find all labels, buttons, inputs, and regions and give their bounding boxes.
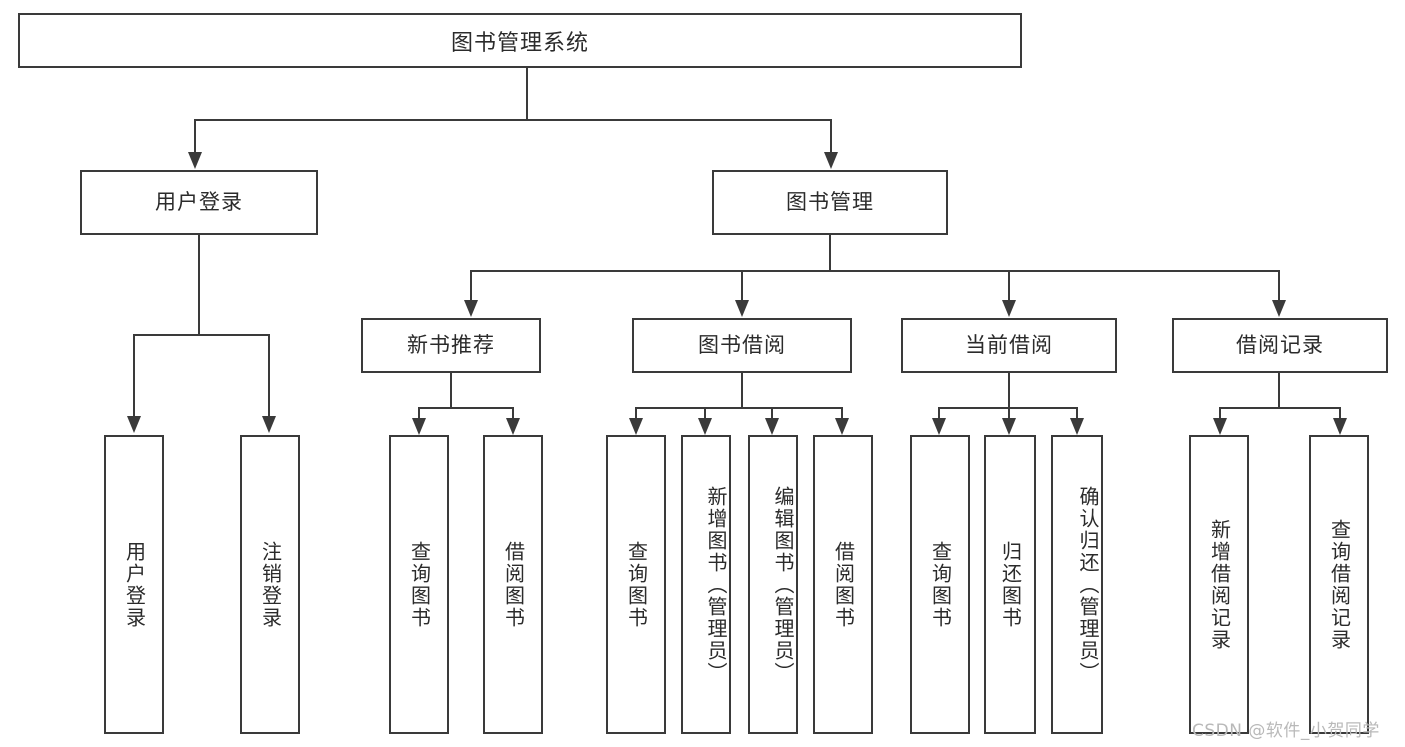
arrowhead-currentborrow-leaf-3 (1070, 418, 1084, 435)
connector-bookmgmt-drop-3 (1008, 270, 1010, 302)
leaf-newbook-query-book[interactable]: 查询图书 (389, 435, 449, 734)
connector-newbook-drop-1 (418, 407, 420, 421)
node-user-login[interactable]: 用户登录 (80, 170, 318, 235)
connector-bookmgmt-drop-4 (1278, 270, 1280, 302)
connector-bookborrow-drop-4 (841, 407, 843, 421)
arrowhead-bookmgmt-to-current (1002, 300, 1016, 317)
leaf-currentborrow-return-book[interactable]: 归还图书 (984, 435, 1036, 734)
connector-currentborrow-drop-1 (938, 407, 940, 421)
arrowhead-newbook-leaf-1 (412, 418, 426, 435)
leaf-newbook-borrow-book[interactable]: 借阅图书 (483, 435, 543, 734)
connector-currentborrow-stem (1008, 373, 1010, 408)
connector-borrowrecord-bar (1219, 407, 1341, 409)
arrowhead-borrowrecord-leaf-2 (1333, 418, 1347, 435)
connector-userlogin-bar (133, 334, 269, 336)
leaf-currentborrow-confirm-return-admin[interactable]: 确认归还（管理员） (1051, 435, 1103, 734)
connector-userlogin-drop-1 (133, 334, 135, 418)
leaf-bookborrow-borrow-book[interactable]: 借阅图书 (813, 435, 873, 734)
leaf-logout[interactable]: 注销登录 (240, 435, 300, 734)
connector-borrowrecord-drop-1 (1219, 407, 1221, 421)
connector-userlogin-drop-2 (268, 334, 270, 418)
leaf-bookborrow-edit-book-admin[interactable]: 编辑图书（管理员） (748, 435, 798, 734)
arrowhead-root-to-bookmgmt (824, 152, 838, 169)
arrowhead-currentborrow-leaf-1 (932, 418, 946, 435)
node-book-management[interactable]: 图书管理 (712, 170, 948, 235)
connector-bookmgmt-bar (470, 270, 1280, 272)
connector-bookborrow-bar (635, 407, 843, 409)
connector-currentborrow-drop-2 (1008, 407, 1010, 421)
arrowhead-bookmgmt-to-borrow (735, 300, 749, 317)
arrowhead-userlogin-leaf-2 (262, 416, 276, 433)
connector-userlogin-stem (198, 235, 200, 335)
arrowhead-borrowrecord-leaf-1 (1213, 418, 1227, 435)
leaf-bookborrow-query-book[interactable]: 查询图书 (606, 435, 666, 734)
connector-borrowrecord-stem (1278, 373, 1280, 408)
leaf-user-login[interactable]: 用户登录 (104, 435, 164, 734)
leaf-currentborrow-query-book[interactable]: 查询图书 (910, 435, 970, 734)
node-borrow-record[interactable]: 借阅记录 (1172, 318, 1388, 373)
connector-root-stem (526, 68, 528, 120)
arrowhead-currentborrow-leaf-2 (1002, 418, 1016, 435)
arrowhead-bookborrow-leaf-1 (629, 418, 643, 435)
node-book-borrow[interactable]: 图书借阅 (632, 318, 852, 373)
node-current-borrow[interactable]: 当前借阅 (901, 318, 1117, 373)
connector-newbook-bar (418, 407, 514, 409)
connector-currentborrow-drop-3 (1076, 407, 1078, 421)
node-new-book-recommend[interactable]: 新书推荐 (361, 318, 541, 373)
connector-root-to-userlogin (194, 119, 196, 154)
leaf-borrowrecord-add-record[interactable]: 新增借阅记录 (1189, 435, 1249, 734)
arrowhead-bookborrow-leaf-2 (698, 418, 712, 435)
connector-newbook-drop-2 (512, 407, 514, 421)
node-root-system[interactable]: 图书管理系统 (18, 13, 1022, 68)
connector-bookborrow-drop-2 (704, 407, 706, 421)
arrowhead-newbook-leaf-2 (506, 418, 520, 435)
connector-bookmgmt-stem (829, 235, 831, 271)
connector-borrowrecord-drop-2 (1339, 407, 1341, 421)
arrowhead-bookmgmt-to-newbook (464, 300, 478, 317)
connector-root-bar (194, 119, 832, 121)
connector-bookborrow-stem (741, 373, 743, 408)
arrowhead-userlogin-leaf-1 (127, 416, 141, 433)
leaf-bookborrow-add-book-admin[interactable]: 新增图书（管理员） (681, 435, 731, 734)
leaf-borrowrecord-query-record[interactable]: 查询借阅记录 (1309, 435, 1369, 734)
connector-bookmgmt-drop-1 (470, 270, 472, 302)
arrowhead-bookborrow-leaf-4 (835, 418, 849, 435)
connector-root-to-bookmgmt (830, 119, 832, 154)
connector-newbook-stem (450, 373, 452, 408)
connector-bookborrow-drop-1 (635, 407, 637, 421)
arrowhead-bookmgmt-to-record (1272, 300, 1286, 317)
connector-bookborrow-drop-3 (771, 407, 773, 421)
connector-bookmgmt-drop-2 (741, 270, 743, 302)
arrowhead-bookborrow-leaf-3 (765, 418, 779, 435)
arrowhead-root-to-userlogin (188, 152, 202, 169)
